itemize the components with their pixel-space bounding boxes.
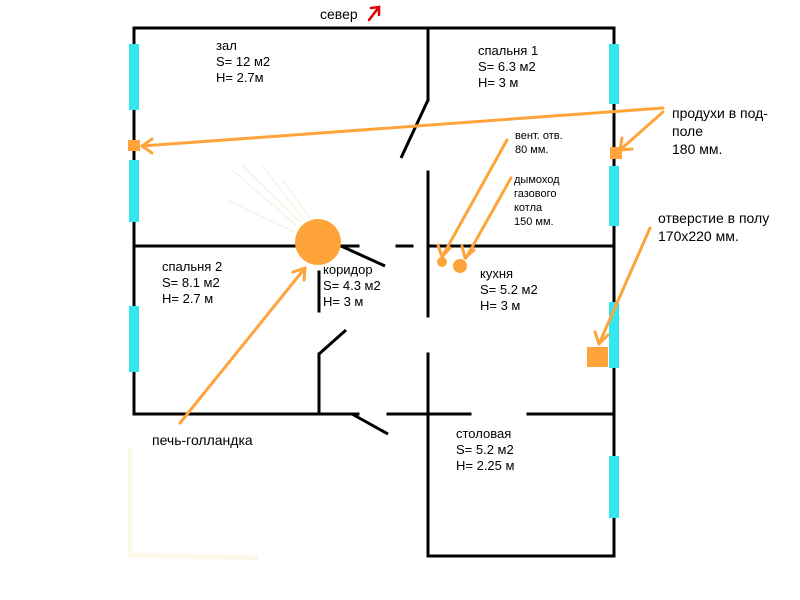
- arrow-vent-east: [618, 110, 665, 152]
- room-name: спальня 2: [162, 259, 223, 274]
- arrow-stove: [178, 266, 307, 425]
- windows: [129, 44, 619, 518]
- gas-flue-label: дымоход газового котла 150 мм.: [514, 174, 560, 228]
- room-height: H= 2.7м: [216, 70, 264, 85]
- room-name: спальня 1: [478, 43, 539, 58]
- room-area: S= 12 м2: [216, 54, 271, 69]
- room-area: S= 8.1 м2: [162, 275, 220, 290]
- window-dining-east: [609, 456, 619, 518]
- room-area: S= 4.3 м2: [323, 278, 381, 293]
- door-corridor-bedroom2: [318, 328, 347, 356]
- room-area: S= 6.3 м2: [478, 59, 536, 74]
- room-bedroom-2: спальня 2 S= 8.1 м2 H= 2.7 м: [162, 259, 222, 307]
- arrow-floor-opening: [597, 226, 652, 346]
- room-height: H= 3 м: [478, 75, 519, 90]
- floor-opening-label: отверстие в полу 170х220 мм.: [658, 210, 770, 244]
- room-name: столовая: [456, 426, 512, 441]
- stove-icon: [295, 219, 341, 265]
- doors: [318, 99, 430, 436]
- room-height: H= 3 м: [323, 294, 364, 309]
- room-height: H= 2.25 м: [456, 458, 515, 473]
- floor-opening-marker: [587, 347, 608, 367]
- window-bedroom1-east: [609, 44, 619, 104]
- sketch-mark-bottom: [127, 447, 259, 561]
- window-hall-west: [129, 44, 139, 110]
- window-kitchen-east: [609, 302, 619, 368]
- arrow-gas-flue: [464, 176, 513, 260]
- room-hall: зал S= 12 м2 H= 2.7м: [216, 38, 270, 86]
- door-hall-bedroom1: [399, 99, 430, 159]
- room-bedroom-1: спальня 1 S= 6.3 м2 H= 3 м: [478, 43, 538, 91]
- window-bedroom1-east-lower: [609, 166, 619, 226]
- room-name: зал: [216, 38, 237, 53]
- north-arrow-icon: [367, 5, 381, 22]
- arrow-vent-hole: [440, 138, 509, 259]
- window-hall-west-lower: [129, 160, 139, 222]
- vent-hole-marker: [437, 257, 447, 267]
- arrow-vent-west: [140, 106, 665, 148]
- room-height: H= 2.7 м: [162, 291, 214, 306]
- room-dining: столовая S= 5.2 м2 H= 2.25 м: [456, 426, 514, 474]
- room-name: коридор: [323, 262, 373, 277]
- door-hall-corridor: [340, 244, 386, 268]
- room-kitchen: кухня S= 5.2 м2 H= 3 м: [480, 266, 538, 314]
- vent-hole-label: вент. отв. 80 мм.: [515, 130, 563, 156]
- north-label: север: [320, 6, 358, 22]
- sketch-marks: [227, 164, 311, 233]
- stove-label: печь-голландка: [152, 432, 253, 448]
- annotation-arrows: [140, 106, 665, 425]
- room-area: S= 5.2 м2: [480, 282, 538, 297]
- room-height: H= 3 м: [480, 298, 521, 313]
- underfloor-vent-west: [128, 140, 140, 151]
- gas-flue-marker: [453, 259, 467, 273]
- underfloor-vents-label: продухи в под- поле 180 мм.: [672, 105, 768, 157]
- room-area: S= 5.2 м2: [456, 442, 514, 457]
- window-bedroom2-west: [129, 306, 139, 372]
- room-name: кухня: [480, 266, 514, 281]
- door-exit: [351, 412, 389, 436]
- room-corridor: коридор S= 4.3 м2 H= 3 м: [323, 262, 381, 310]
